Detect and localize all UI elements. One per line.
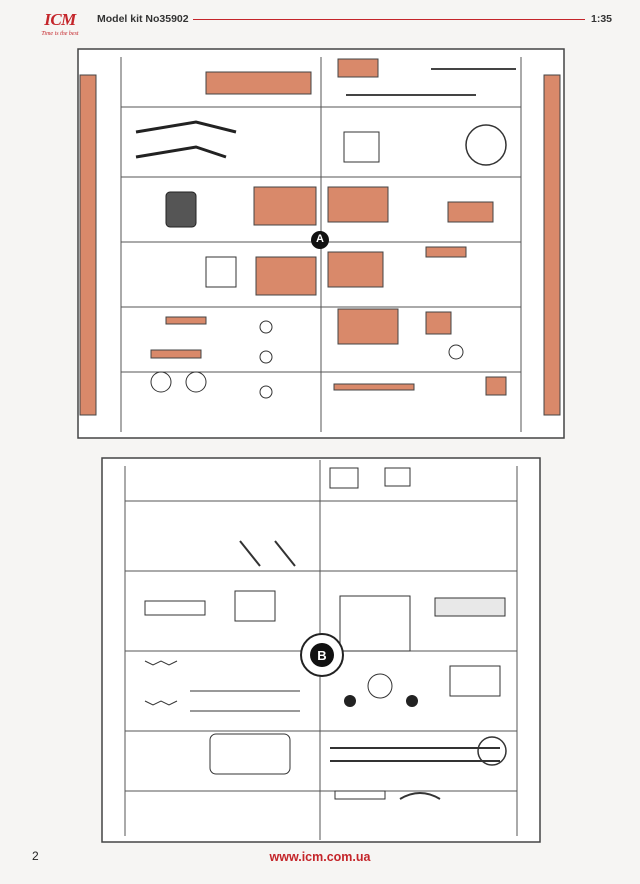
sprue-a-badge: A [311, 231, 329, 249]
page-title: Model kit No35902 [97, 13, 189, 25]
sprue-b-badge: B [300, 633, 344, 677]
sprue-b-label: B [317, 648, 327, 663]
header-divider [193, 19, 585, 20]
website-link[interactable]: www.icm.com.ua [269, 850, 371, 864]
sprue-a-label: A [316, 233, 324, 245]
brand-name: ICM [44, 10, 76, 29]
sprue-a-diagram [77, 48, 565, 439]
icm-logo: ICM Time is the best [30, 10, 90, 44]
page-number: 2 [32, 849, 39, 863]
brand-tagline: Time is the best [41, 31, 79, 37]
scale-label: 1:35 [590, 13, 612, 25]
